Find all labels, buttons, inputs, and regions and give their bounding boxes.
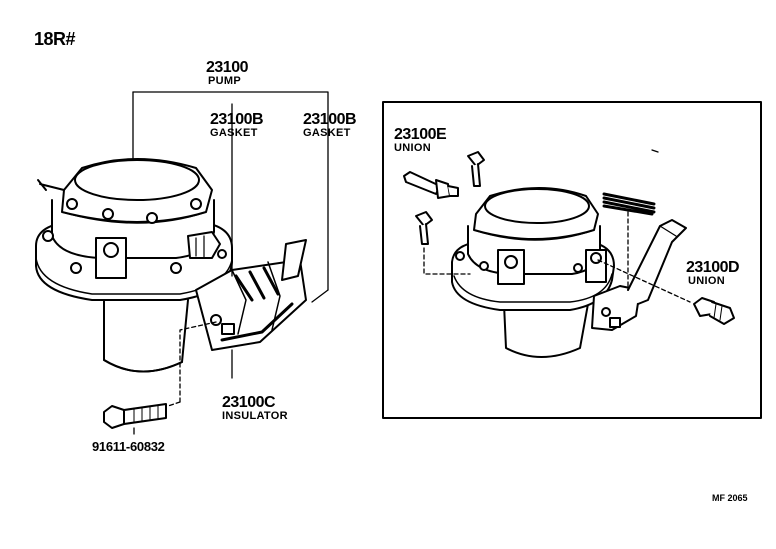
mounting-bolt [103, 403, 167, 429]
spring-part [602, 192, 656, 216]
small-bolt-left [415, 211, 433, 245]
model-code: 18R# [34, 29, 76, 49]
union-d-part-number[interactable]: 23100D [686, 259, 740, 276]
union-d-part-name: UNION [688, 275, 725, 287]
union-d-fitting [693, 297, 735, 325]
fuel-pump-left [35, 158, 307, 373]
gasket-right-part-name: GASKET [303, 127, 351, 139]
union-e-part-number[interactable]: 23100E [394, 126, 447, 143]
insulator-part-name: INSULATOR [222, 410, 288, 422]
gasket-right-part-number[interactable]: 23100B [303, 111, 357, 128]
insulator-part-number[interactable]: 23100C [222, 394, 276, 411]
figure-code: MF 2065 [712, 493, 748, 503]
gasket-left-part-number[interactable]: 23100B [210, 111, 264, 128]
union-e-fitting [403, 171, 459, 199]
pump-part-name: PUMP [208, 75, 241, 87]
leader-lines-left [132, 91, 329, 435]
gasket-left-part-name: GASKET [210, 127, 258, 139]
leader-lines-right [423, 149, 691, 303]
union-e-part-name: UNION [394, 142, 431, 154]
pump-part-number[interactable]: 23100 [206, 59, 249, 76]
small-bolt-top [467, 151, 485, 187]
bolt-part-number[interactable]: 91611-60832 [92, 439, 165, 454]
variant-frame [382, 101, 762, 419]
fuel-pump-right [451, 187, 687, 358]
